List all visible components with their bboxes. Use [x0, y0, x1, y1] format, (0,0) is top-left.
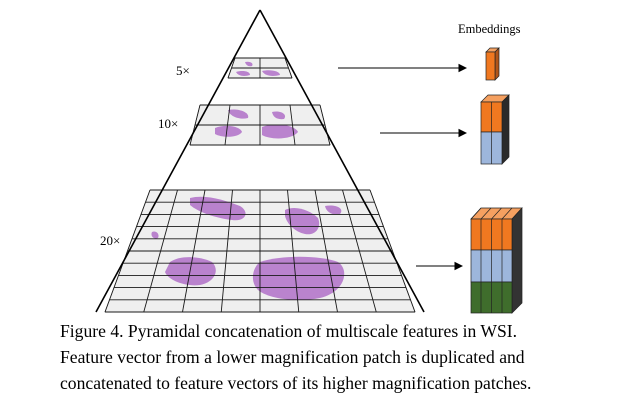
slide-20x: [104, 189, 416, 313]
pyramid-edges: [95, 9, 425, 313]
embedding-20x: [470, 207, 523, 314]
tissue-5x: [236, 61, 280, 76]
magnification-label-10x: 10×: [158, 116, 178, 131]
embeddings-title: Embeddings: [458, 22, 521, 36]
caption-line-2: Feature vector from a lower magnificatio…: [60, 347, 525, 367]
caption-line-1: Figure 4. Pyramidal concatenation of mul…: [60, 321, 517, 341]
tissue-20x: [151, 196, 345, 300]
arrows: [338, 63, 468, 271]
pyramid-figure: 5× 10× 20× Embeddings: [95, 9, 523, 314]
embedding-10x: [480, 94, 510, 165]
magnification-label-20x: 20×: [100, 233, 120, 248]
slide-5x: [227, 57, 293, 79]
grid-20x: [104, 189, 416, 313]
magnification-label-5x: 5×: [176, 63, 190, 78]
slide-10x: [189, 104, 331, 146]
grid-10x: [189, 104, 331, 146]
figure-caption: Figure 4. Pyramidal concatenation of mul…: [60, 318, 620, 396]
tissue-10x: [215, 109, 298, 139]
caption-line-3: concatenated to feature vectors of its h…: [60, 373, 532, 393]
grid-5x: [227, 57, 293, 79]
embedding-5x: [485, 47, 500, 81]
